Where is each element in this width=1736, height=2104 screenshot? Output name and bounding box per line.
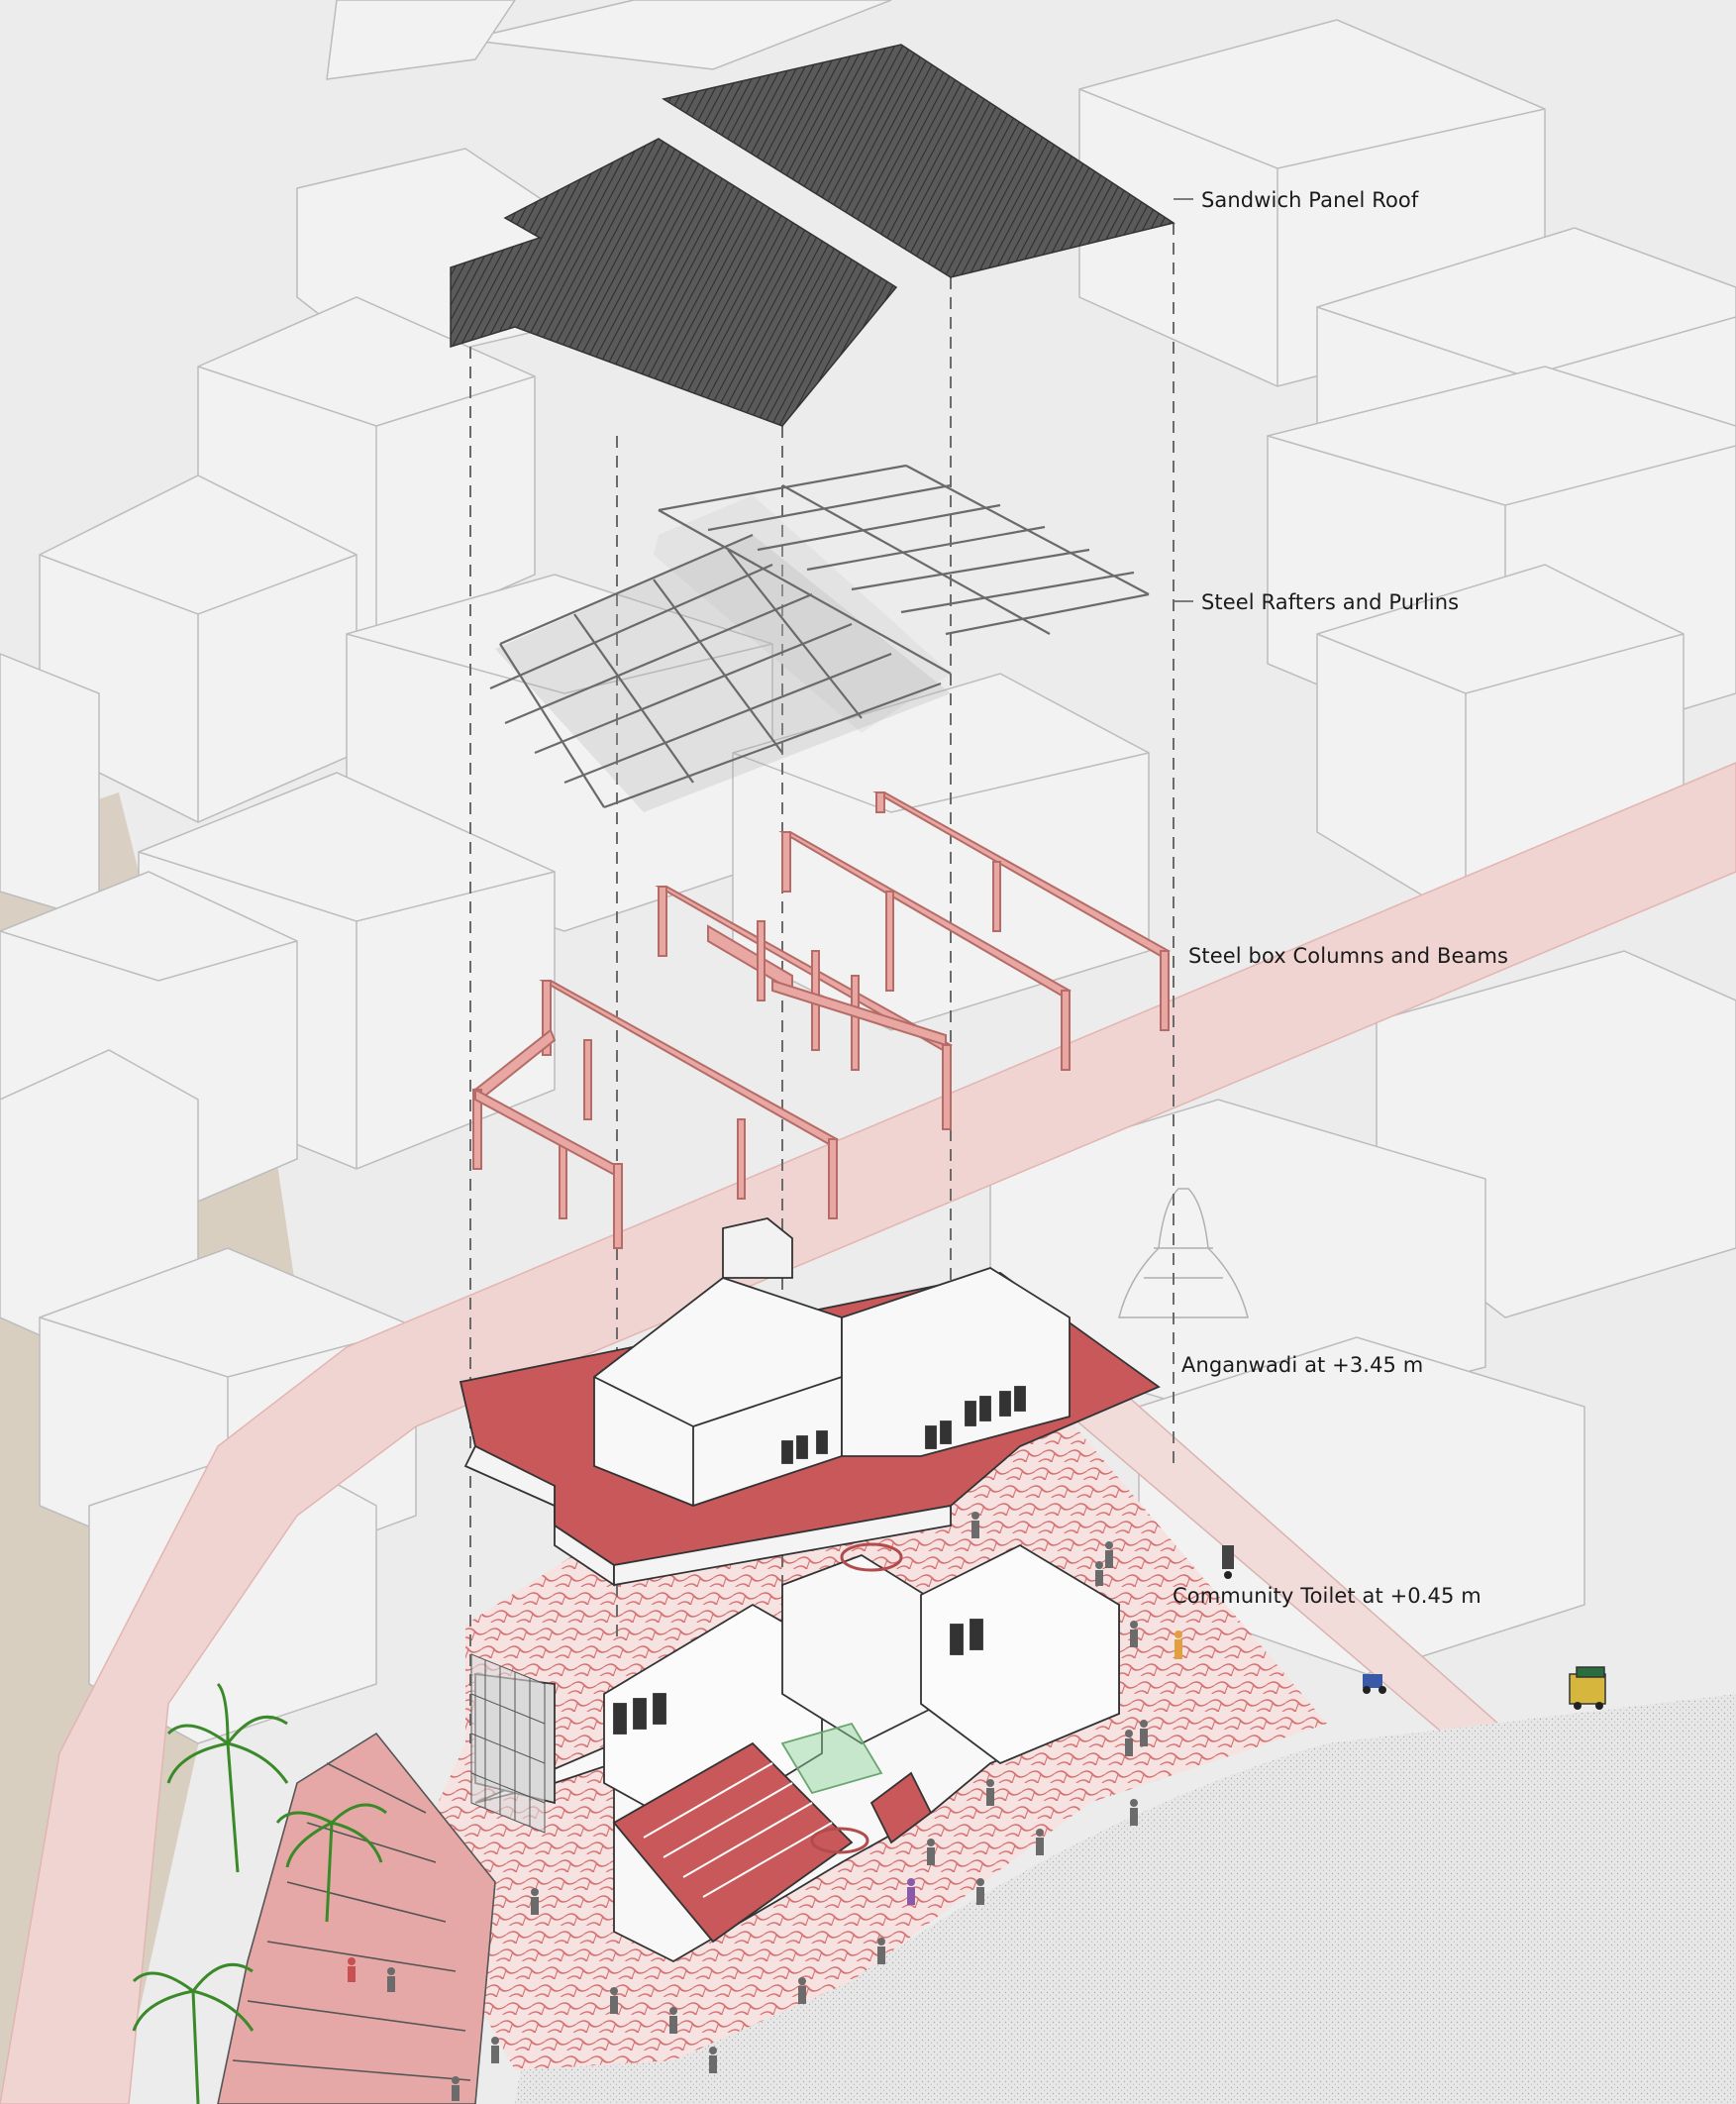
label-community-toilet: Community Toilet at +0.45 m bbox=[1173, 1584, 1481, 1608]
steel-rafters-and-purlins bbox=[489, 464, 1150, 812]
label-sandwich-panel-roof: Sandwich Panel Roof bbox=[1201, 188, 1419, 212]
steel-box-columns-and-beams bbox=[472, 791, 1171, 1249]
leader-lines bbox=[1174, 198, 1193, 602]
terraced-steps bbox=[217, 1732, 496, 2104]
person-icon bbox=[348, 1512, 1182, 2101]
circular-planters bbox=[810, 1542, 903, 1854]
stupa bbox=[1118, 1188, 1249, 1318]
anganwadi-floor bbox=[459, 1217, 1161, 1587]
jali-screen bbox=[470, 1653, 546, 1834]
auto-rickshaw-icon bbox=[1222, 1545, 1606, 1710]
label-steel-box-columns-and-beams: Steel box Columns and Beams bbox=[1188, 944, 1509, 968]
palm-tree-icon bbox=[132, 1682, 387, 2104]
label-anganwadi: Anganwadi at +3.45 m bbox=[1181, 1353, 1424, 1377]
community-toilet-block bbox=[474, 1543, 1120, 1963]
open-ground bbox=[515, 1694, 1736, 2104]
context-buildings bbox=[0, 0, 1736, 1744]
sandwich-panel-roof bbox=[450, 44, 1175, 427]
label-steel-rafters-and-purlins: Steel Rafters and Purlins bbox=[1201, 590, 1460, 614]
